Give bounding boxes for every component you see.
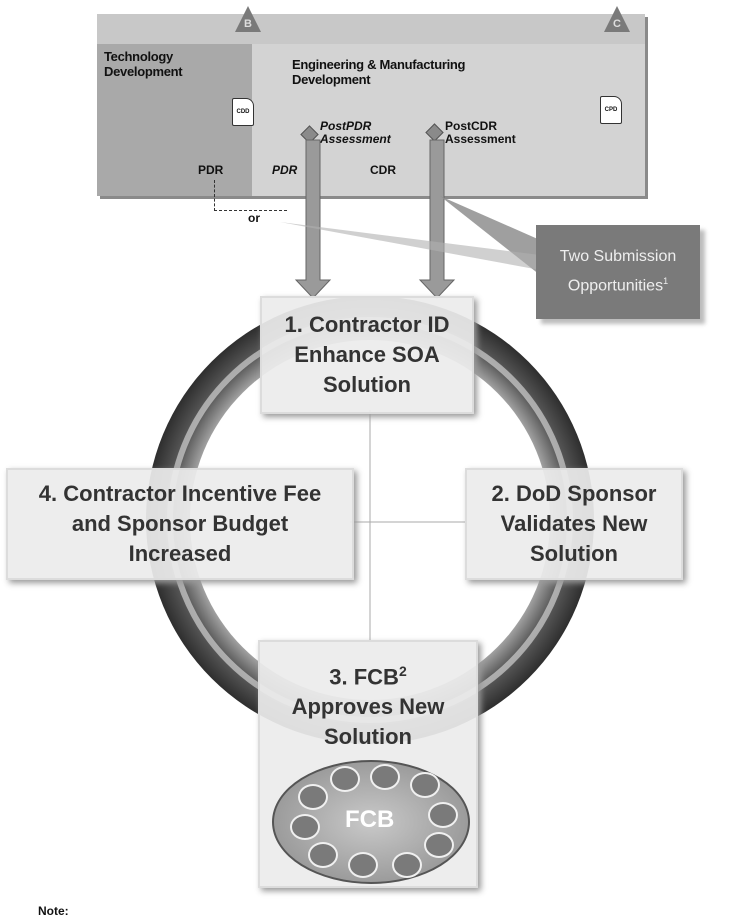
- phase-emd-label: Engineering & Manufacturing Development: [292, 57, 466, 87]
- step-1-text: 1. Contractor ID Enhance SOA Solution: [284, 312, 450, 397]
- seal-icon: [370, 764, 400, 790]
- technology-development-phase: [97, 44, 252, 196]
- or-label: or: [248, 211, 260, 225]
- step-3-superscript: 2: [398, 663, 407, 679]
- or-dashed-connector: [214, 180, 287, 211]
- callout-footnote: 1: [663, 276, 669, 287]
- cdd-document-icon: CDD: [232, 98, 254, 126]
- step-1-panel: 1. Contractor ID Enhance SOA Solution: [260, 296, 474, 414]
- step-2-text: 2. DoD Sponsor Validates New Solution: [491, 481, 657, 566]
- two-submission-callout: Two Submission Opportunities1: [536, 225, 700, 319]
- post-pdr-label: PostPDR Assessment: [320, 119, 391, 146]
- seal-icon: [348, 852, 378, 878]
- seal-icon: [330, 766, 360, 792]
- step-2-panel: 2. DoD Sponsor Validates New Solution: [465, 468, 683, 580]
- milestone-b-label: B: [244, 18, 252, 30]
- milestone-b-icon: [235, 6, 261, 32]
- milestone-c-icon: [604, 6, 630, 32]
- post-cdr-label: PostCDR Assessment: [445, 119, 516, 146]
- seal-icon: [428, 802, 458, 828]
- step-3-text: 3. FCB2 Approves New Solution: [278, 656, 458, 752]
- seal-icon: [392, 852, 422, 878]
- seal-icon: [424, 832, 454, 858]
- step-4-text: 4. Contractor Incentive Fee and Sponsor …: [38, 481, 322, 566]
- seal-icon: [298, 784, 328, 810]
- pdr-label-emd: PDR: [272, 163, 298, 177]
- phase-td-label: Technology Development: [104, 49, 183, 79]
- fcb-label: FCB: [345, 806, 395, 833]
- step-3-rest: Approves New Solution: [291, 694, 445, 750]
- note-label: Note:: [38, 904, 69, 918]
- milestone-c-label: C: [613, 18, 621, 30]
- callout-label: Two Submission Opportunities: [559, 248, 677, 295]
- seal-icon: [308, 842, 338, 868]
- step-4-panel: 4. Contractor Incentive Fee and Sponsor …: [6, 468, 354, 580]
- seal-icon: [410, 772, 440, 798]
- cdr-label: CDR: [370, 163, 396, 177]
- callout-text: Two Submission Opportunities1: [536, 245, 700, 298]
- step-3-prefix: 3. FCB: [329, 664, 399, 690]
- cpd-document-icon: CPD: [600, 96, 622, 124]
- seal-icon: [290, 814, 320, 840]
- pdr-label-td: PDR: [198, 163, 224, 177]
